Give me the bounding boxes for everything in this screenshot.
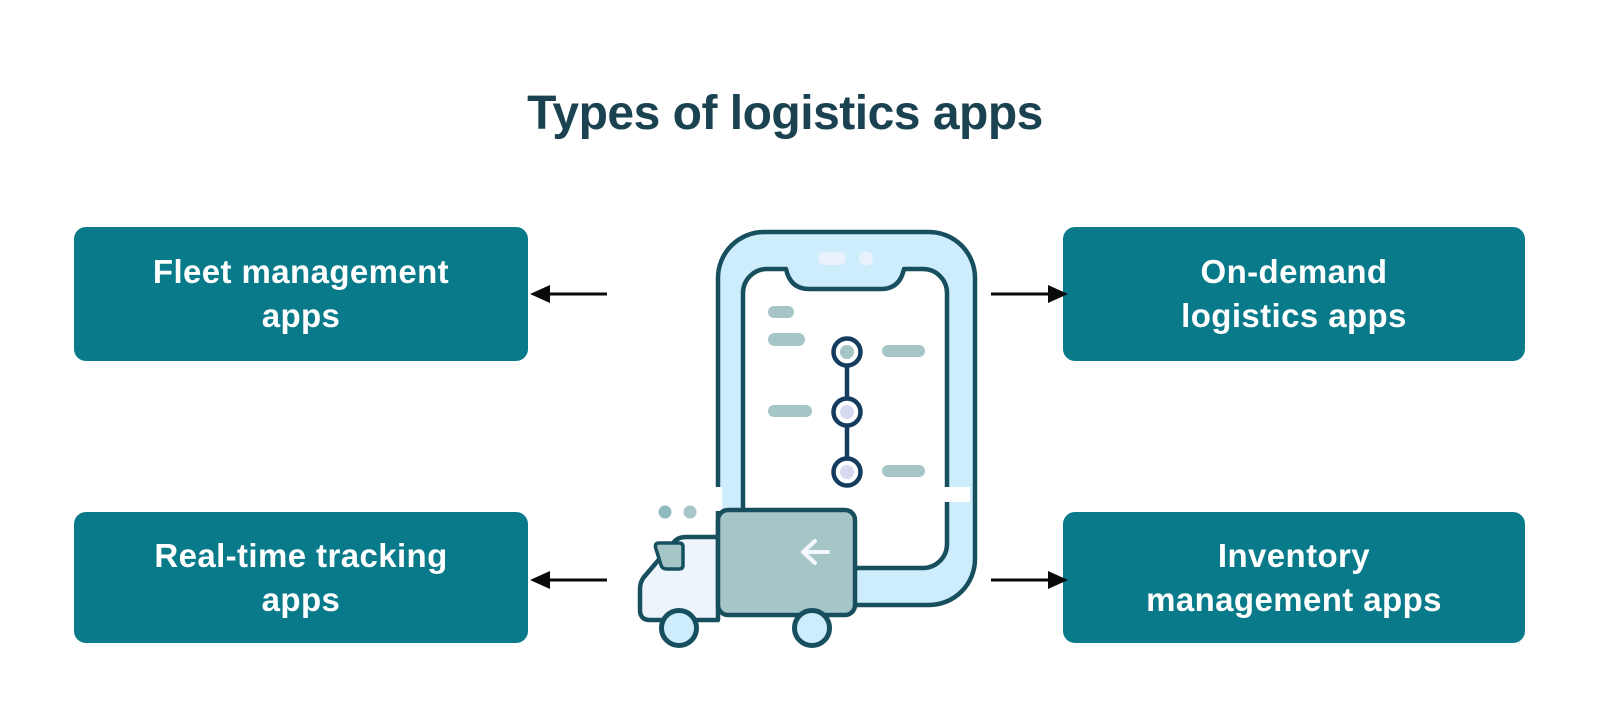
box-inventory-management-apps: Inventory management apps [1063, 512, 1525, 643]
windshield-icon [653, 541, 685, 571]
cargo-left-arrow-icon [801, 539, 830, 565]
box-realtime-label: Real-time tracking apps [154, 536, 448, 618]
box-ondemand-label: On-demand logistics apps [1181, 253, 1407, 334]
phone-truck-illustration-icon [637, 229, 978, 648]
box-inventory-label: Inventory management apps [1146, 536, 1442, 618]
arrow-to-ondemand-icon [991, 285, 1068, 303]
camera-icon [859, 251, 873, 266]
delivery-truck-icon [637, 507, 858, 648]
map-label-pills [768, 306, 925, 477]
box-fleet-management-apps: Fleet management apps [74, 227, 528, 361]
arrow-to-inventory-icon [991, 571, 1068, 589]
cargo-box [715, 507, 858, 618]
arrow-to-fleet-icon [530, 285, 607, 303]
rear-wheel-icon [792, 608, 832, 648]
box-real-time-tracking-apps: Real-time tracking apps [74, 512, 528, 643]
speaker-icon [818, 252, 846, 265]
front-wheel-icon [659, 608, 699, 648]
box-on-demand-logistics-apps: On-demand logistics apps [1063, 227, 1525, 361]
route-timeline-icon [831, 336, 863, 488]
arrow-to-realtime-icon [530, 571, 607, 589]
page-title: Types of logistics apps [527, 87, 1043, 140]
box-fleet-label: Fleet management apps [152, 253, 450, 334]
motion-dots-icon [658, 505, 697, 519]
